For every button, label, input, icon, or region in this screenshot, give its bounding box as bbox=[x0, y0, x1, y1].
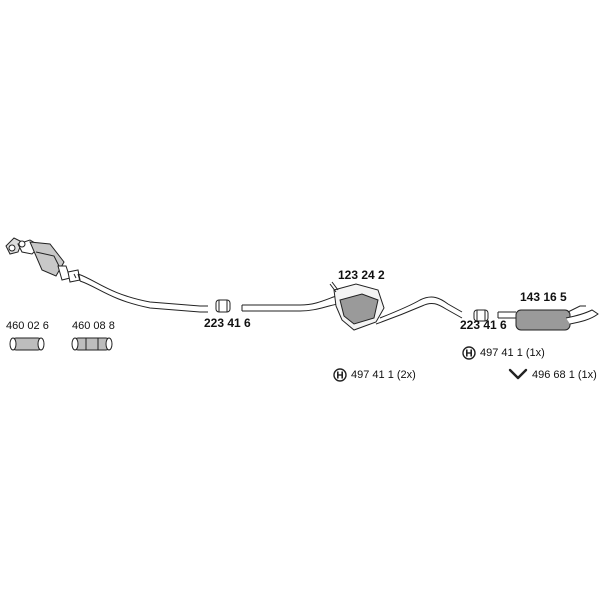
rear-connecting-pipe bbox=[375, 296, 463, 325]
gasket-small-part bbox=[9, 337, 45, 351]
hardware-hanger-y-text: 496 68 1 (1x) bbox=[532, 369, 597, 381]
front-pipe bbox=[77, 273, 208, 313]
rear-muffler bbox=[497, 305, 599, 331]
gasket-large-part bbox=[71, 337, 113, 351]
mount-icon bbox=[462, 346, 476, 360]
label-clamp-front: 223 41 6 bbox=[204, 316, 251, 330]
pipe-clamp-front bbox=[215, 299, 231, 313]
hardware-hanger-y: 496 68 1 (1x) bbox=[508, 368, 597, 382]
label-clamp-rear: 223 41 6 bbox=[460, 318, 507, 332]
label-rear-muffler: 143 16 5 bbox=[520, 290, 567, 304]
hardware-mount-b: 497 41 1 (1x) bbox=[462, 346, 545, 360]
front-catalytic-converter bbox=[5, 237, 71, 281]
intermediate-pipe bbox=[242, 295, 339, 312]
label-gasket-large: 460 08 8 bbox=[72, 320, 115, 332]
hardware-mount-a: 497 41 1 (2x) bbox=[333, 368, 416, 382]
y-hanger-icon bbox=[508, 368, 528, 380]
hardware-mount-a-text: 497 41 1 (2x) bbox=[351, 369, 416, 381]
mount-icon bbox=[333, 368, 347, 382]
label-center-muffler: 123 24 2 bbox=[338, 268, 385, 282]
hardware-mount-b-text: 497 41 1 (1x) bbox=[480, 347, 545, 359]
label-gasket-small: 460 02 6 bbox=[6, 320, 49, 332]
pipe-clamp-rear bbox=[473, 309, 489, 322]
center-muffler bbox=[329, 281, 385, 331]
